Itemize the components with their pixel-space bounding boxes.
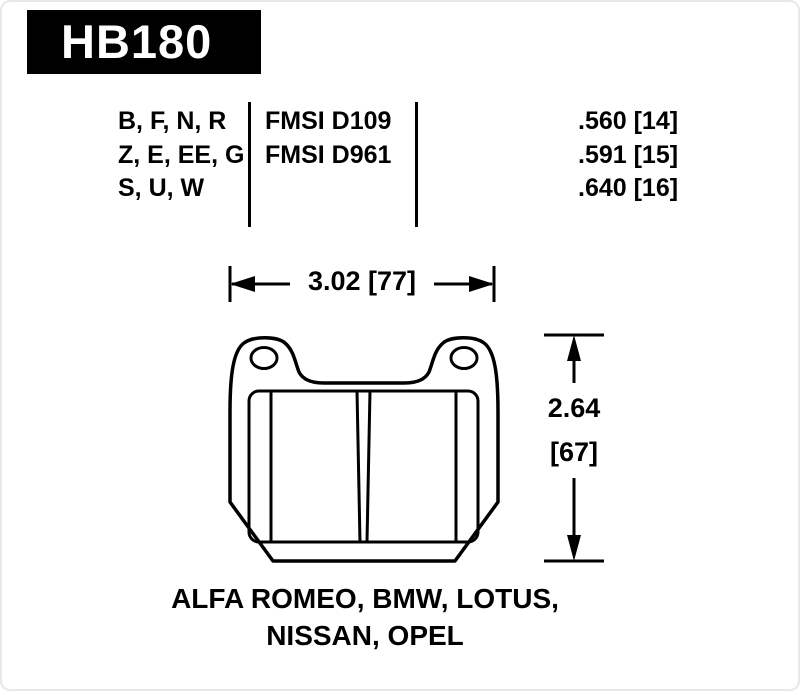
applications-text: ALFA ROMEO, BMW, LOTUS, NISSAN, OPEL <box>2 580 728 654</box>
width-dimension-label: 3.02 [77] <box>307 266 417 296</box>
arrowhead-down-icon <box>567 535 581 561</box>
fmsi-cell <box>265 172 391 206</box>
applications-line-2: NISSAN, OPEL <box>266 620 464 651</box>
center-slot-left <box>355 390 362 543</box>
thickness-cell: .560 [14] <box>578 107 679 135</box>
thickness-column: .560 [14] .591 [15] .640 [16] <box>578 105 678 206</box>
applications-line-1: ALFA ROMEO, BMW, LOTUS, <box>171 583 559 614</box>
mounting-hole-right <box>449 346 479 370</box>
height-dimension-mm: [67] <box>549 437 598 467</box>
fmsi-column: FMSI D109 FMSI D961 <box>265 105 391 206</box>
compound-codes-cell: S, U, W <box>118 174 205 202</box>
arrowhead-right-icon <box>469 276 494 292</box>
center-slot-right <box>365 390 372 543</box>
backing-plate-outline <box>228 336 500 563</box>
column-divider <box>415 102 418 227</box>
compound-codes-cell: B, F, N, R <box>118 107 227 135</box>
compound-codes-column: B, F, N, R Z, E, EE, G S, U, W <box>118 105 244 206</box>
height-dimension-arrows <box>544 333 604 563</box>
height-dimension-label: 2.64 [67] <box>534 386 614 474</box>
friction-pad-outline <box>247 389 480 544</box>
fmsi-cell: FMSI D109 <box>265 107 392 135</box>
arrowhead-left-icon <box>230 276 255 292</box>
column-divider <box>248 102 251 227</box>
brake-pad-drawing <box>228 336 500 563</box>
thickness-cell: .640 [16] <box>578 174 679 202</box>
arrowhead-up-icon <box>567 335 581 361</box>
part-number-badge: HB180 <box>27 10 261 74</box>
height-dimension-inches: 2.64 <box>547 393 601 423</box>
compound-codes-cell: Z, E, EE, G <box>118 140 245 169</box>
fmsi-cell: FMSI D961 <box>265 140 392 169</box>
mounting-hole-left <box>249 346 279 370</box>
width-dimension-arrows <box>228 266 496 302</box>
thickness-cell: .591 [15] <box>578 140 679 169</box>
